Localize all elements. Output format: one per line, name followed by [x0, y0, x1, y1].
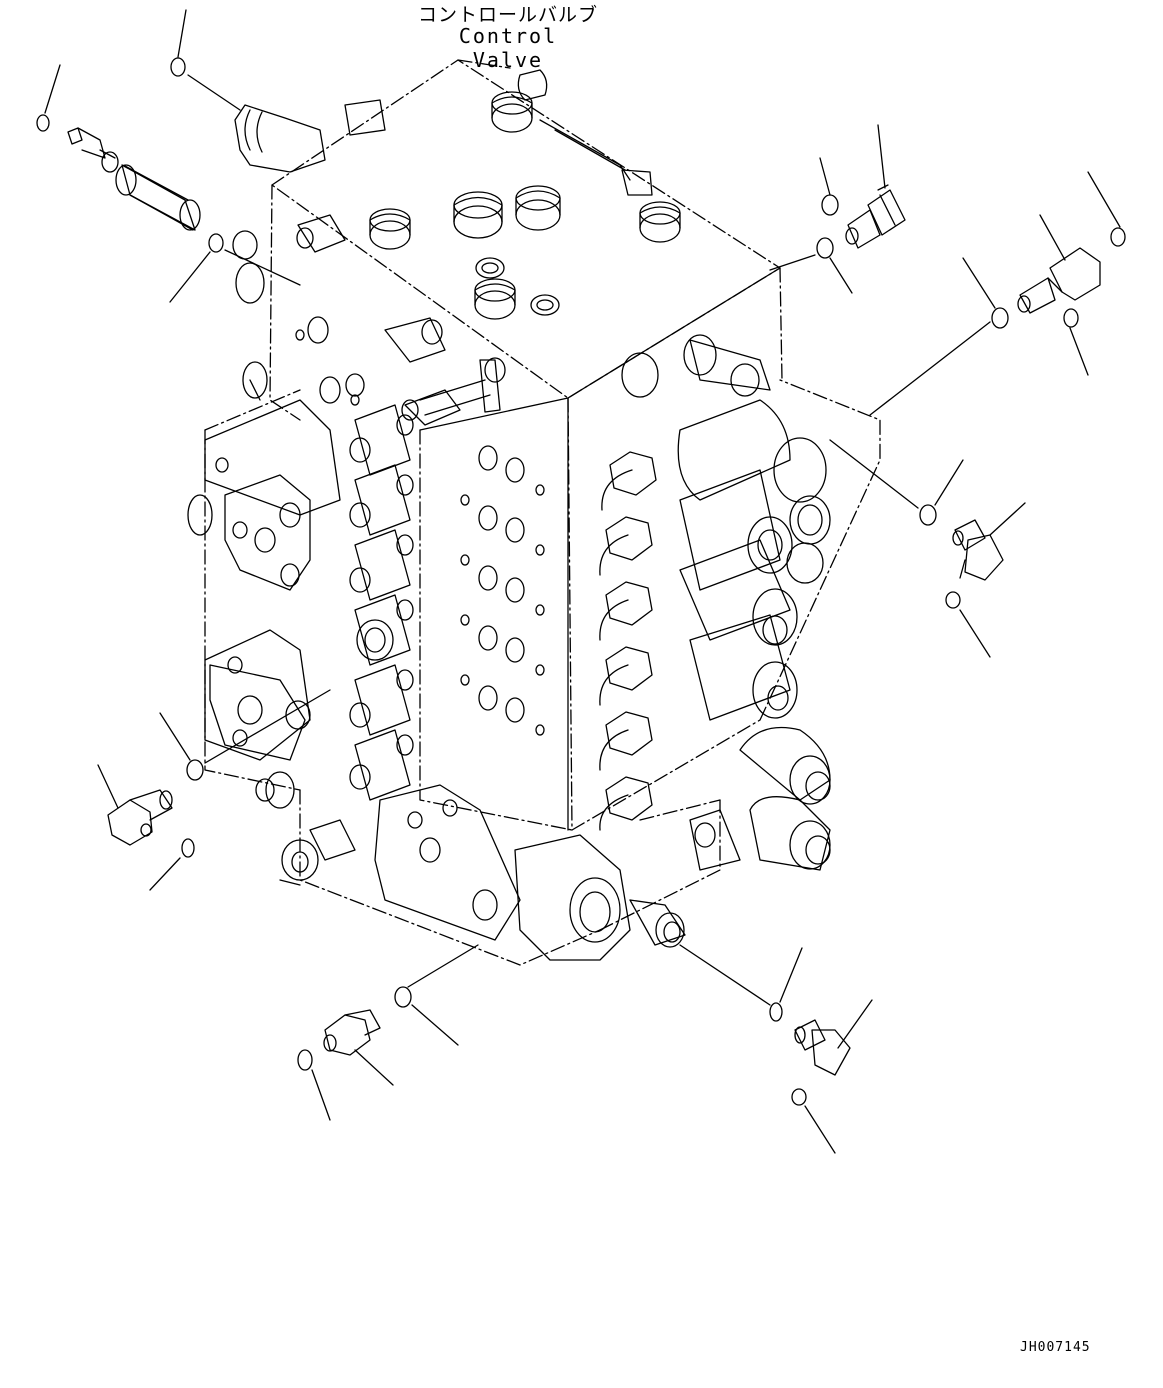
o-ring — [298, 1050, 330, 1120]
plug-nipple — [68, 128, 118, 172]
fitting — [324, 1010, 393, 1085]
top-plug — [516, 186, 560, 230]
top-plug — [370, 209, 410, 249]
o-ring — [150, 839, 194, 890]
top-plug — [454, 192, 502, 238]
left-sections — [188, 231, 340, 801]
leader-line — [225, 250, 300, 285]
leader-line — [830, 440, 918, 508]
elbow-fitting — [795, 1000, 872, 1075]
elbow-fitting — [1018, 215, 1100, 313]
o-ring — [770, 948, 802, 1021]
o-ring — [1088, 172, 1125, 246]
leader-line — [205, 690, 330, 763]
leader-line — [770, 255, 815, 270]
control-valve-body — [188, 60, 880, 965]
diagram-title-english: Control Valve — [458, 24, 558, 72]
o-ring — [946, 592, 990, 657]
elbow-fitting — [98, 765, 172, 845]
o-ring — [963, 258, 1008, 328]
diagram-title-japanese: コントロールバルブ — [418, 4, 599, 26]
o-ring — [170, 234, 223, 302]
o-ring — [37, 65, 60, 131]
o-ring — [395, 987, 458, 1045]
spool-caps — [678, 335, 830, 870]
o-ring — [160, 713, 203, 780]
elbow-fitting — [953, 503, 1025, 580]
top-plug — [640, 202, 680, 242]
middle-ports — [346, 374, 413, 800]
leader-line — [188, 75, 240, 110]
right-hex-plugs — [600, 353, 658, 830]
port-holes — [296, 317, 544, 735]
o-ring — [792, 1089, 835, 1153]
o-ring — [1064, 309, 1088, 375]
leader-line — [680, 945, 770, 1005]
o-ring — [820, 158, 838, 215]
top-plug — [475, 279, 515, 319]
o-ring — [920, 460, 963, 525]
pipe-sleeve — [116, 165, 200, 230]
o-ring — [817, 238, 852, 293]
fitting — [846, 125, 905, 248]
leader-line — [870, 322, 990, 415]
o-ring — [171, 10, 186, 76]
bottom-sections — [266, 772, 740, 960]
top-plug — [492, 92, 532, 132]
top-connectors — [235, 70, 652, 425]
leader-line — [408, 945, 478, 987]
drawing-code: JH007145 — [1020, 1340, 1091, 1355]
